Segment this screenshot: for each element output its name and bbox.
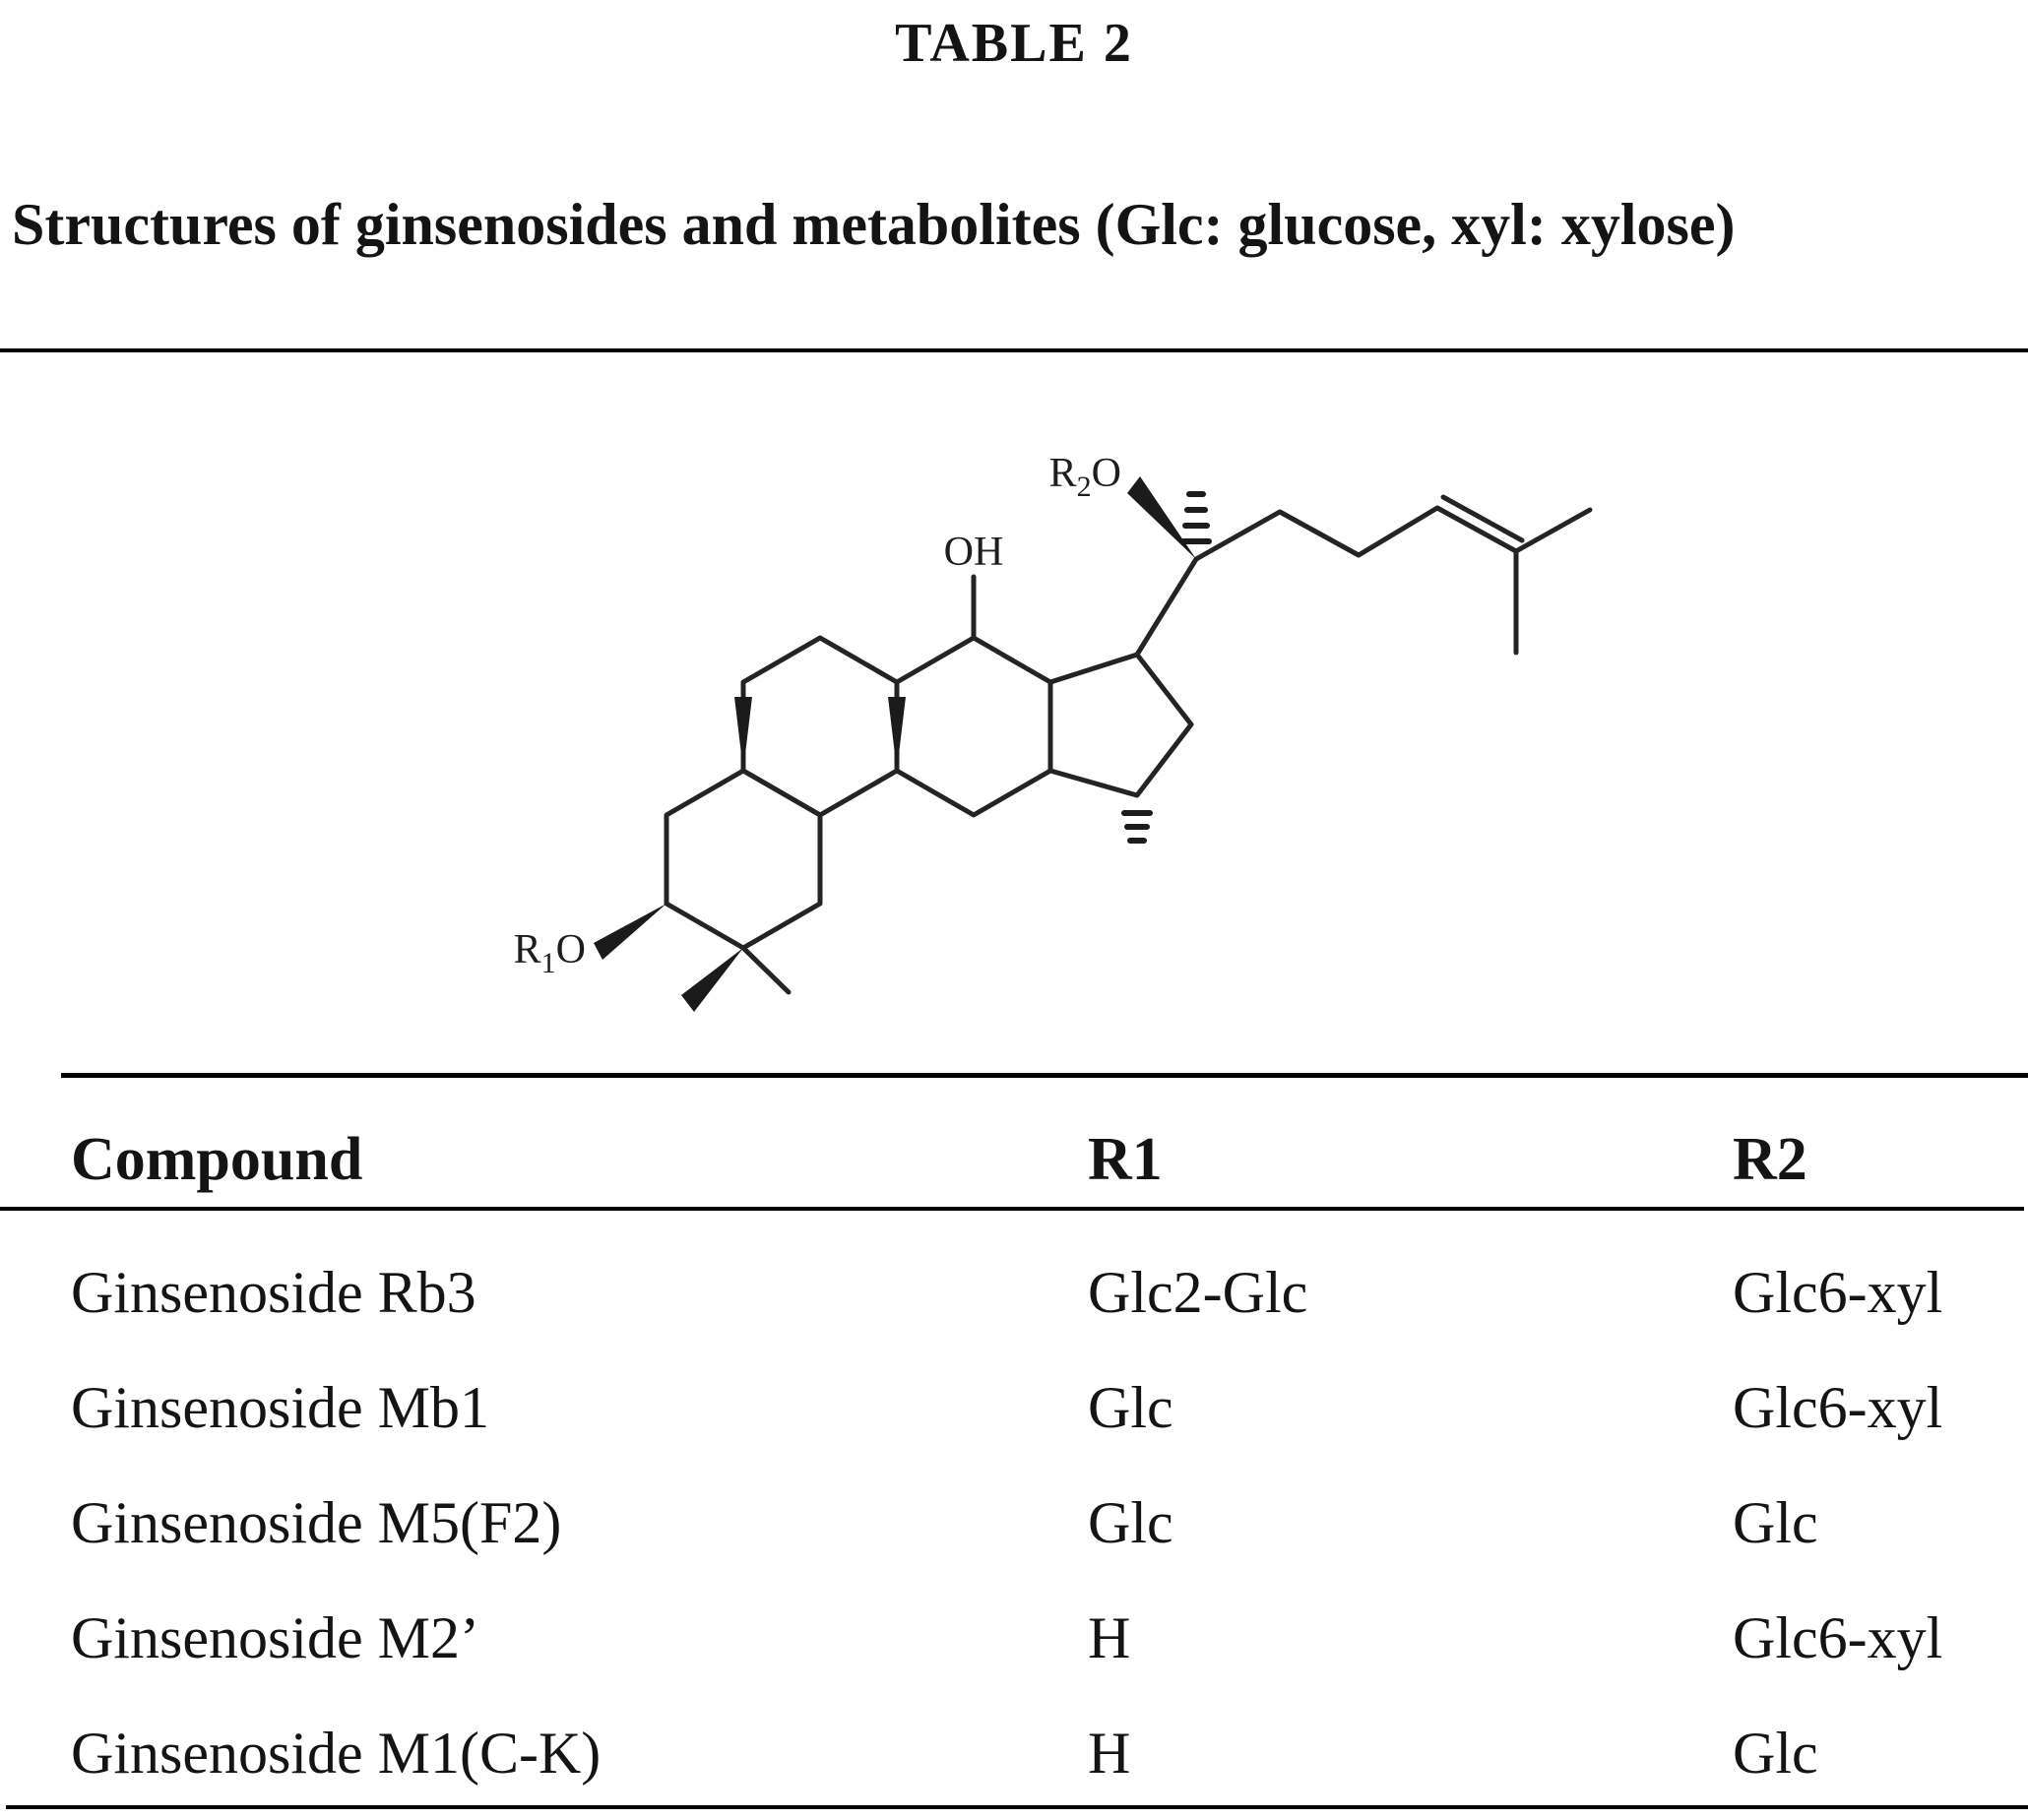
table-row: Ginsenoside M2’ H Glc6-xyl (0, 1581, 2028, 1696)
r2o-oxygen: O (1092, 451, 1121, 496)
chemical-structure-diagram: R2O OH R1O (514, 451, 1593, 1012)
cell-r2: Glc6-xyl (1733, 1375, 1943, 1440)
column-header-compound: Compound (71, 1125, 363, 1193)
r2o-base: R (1049, 451, 1077, 496)
cell-r2: Glc (1733, 1721, 1818, 1786)
table-number-heading: TABLE 2 (895, 13, 1133, 74)
table-row: Ginsenoside Rb3 Glc2-Glc Glc6-xyl (0, 1235, 2028, 1350)
hash-bonds (1121, 491, 1212, 844)
r2o-wedge (1127, 476, 1196, 559)
table-row: Ginsenoside M1(C-K) H Glc (0, 1696, 2028, 1811)
c10-methyl-wedge (734, 697, 752, 771)
cell-compound: Ginsenoside Mb1 (71, 1375, 489, 1440)
cell-r2: Glc6-xyl (1733, 1605, 1943, 1670)
wedge-bonds (594, 476, 1196, 1012)
table-title: Structures of ginsenosides and metabolit… (12, 192, 1736, 257)
column-header-r2: R2 (1733, 1125, 1807, 1193)
cell-r1: Glc (1088, 1375, 1173, 1440)
divider-above-header (61, 1073, 2028, 1078)
cell-r1: Glc2-Glc (1088, 1260, 1308, 1325)
c8-methyl-wedge (888, 697, 906, 771)
double-bond-inner-line (1440, 494, 1525, 543)
cell-r2: Glc (1733, 1490, 1818, 1555)
cell-compound: Ginsenoside Rb3 (71, 1260, 476, 1325)
ring-d-cyclopentane (1047, 652, 1194, 798)
terminal-methyl-up (1513, 507, 1593, 554)
skeleton-bonds (664, 494, 1593, 995)
r1o-base: R (514, 927, 541, 973)
ring-b (740, 635, 900, 818)
r1o-wedge (594, 904, 666, 960)
oh-label: OH (944, 530, 1004, 575)
cell-compound: Ginsenoside M1(C-K) (71, 1721, 602, 1786)
r2o-label: R2O (1049, 451, 1121, 503)
divider-below-header (0, 1207, 2024, 1211)
r2o-subscript: 2 (1077, 471, 1092, 503)
c4-methyl-wedge (681, 948, 743, 1012)
cell-r1: Glc (1088, 1490, 1173, 1555)
column-header-r1: R1 (1088, 1125, 1163, 1193)
ring-a (664, 768, 823, 951)
cell-compound: Ginsenoside M5(F2) (71, 1490, 562, 1555)
gem-methyl-bond (740, 945, 792, 995)
ring-c (894, 635, 1053, 818)
divider-top (0, 348, 2028, 352)
cell-compound: Ginsenoside M2’ (71, 1605, 479, 1670)
cell-r1: H (1088, 1721, 1131, 1786)
cell-r2: Glc6-xyl (1733, 1260, 1943, 1325)
table-header-row: Compound R1 R2 (0, 1110, 2028, 1209)
r1o-oxygen: O (556, 927, 586, 973)
table-row: Ginsenoside M5(F2) Glc Glc (0, 1466, 2028, 1581)
table-body: Ginsenoside Rb3 Glc2-Glc Glc6-xyl Ginsen… (0, 1235, 2028, 1811)
side-chain (1134, 505, 1519, 658)
divider-bottom (6, 1805, 2028, 1809)
table-row: Ginsenoside Mb1 Glc Glc6-xyl (0, 1350, 2028, 1466)
r1o-subscript: 1 (541, 947, 556, 979)
r1o-label: R1O (514, 927, 586, 979)
cell-r1: H (1088, 1605, 1131, 1670)
